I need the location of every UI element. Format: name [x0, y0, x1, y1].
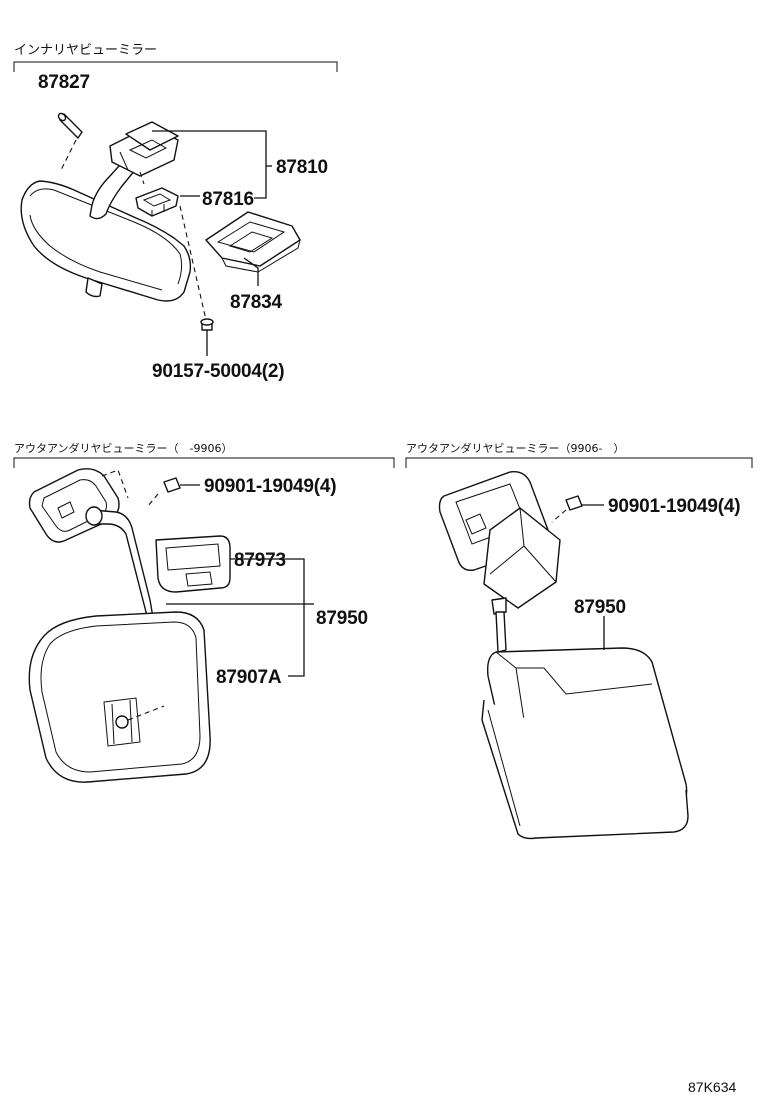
- label-87827: 87827: [38, 72, 90, 93]
- section-bracket-inner: [13, 61, 338, 72]
- section-outer-mirror-late: アウタアンダリヤビューミラー（9906- ）: [405, 441, 753, 840]
- diagram-code: 87K634: [688, 1079, 736, 1095]
- inner-mirror-illustration: [20, 112, 301, 356]
- section-inner-mirror: インナリヤビューミラー: [13, 43, 338, 382]
- label-87907A: 87907A: [216, 667, 282, 688]
- label-87834: 87834: [230, 292, 282, 313]
- leader-87834: [243, 257, 259, 286]
- label-90157-50004: 90157-50004(2): [152, 361, 284, 382]
- label-87950-a: 87950: [316, 608, 368, 629]
- label-87973: 87973: [234, 550, 286, 571]
- label-87810: 87810: [276, 157, 328, 178]
- label-90901-19049-a: 90901-19049(4): [204, 476, 336, 497]
- section-title-outer-late: アウタアンダリヤビューミラー（9906- ）: [406, 441, 625, 455]
- leader-87810: [152, 130, 267, 199]
- section-title-inner: インナリヤビューミラー: [14, 43, 157, 58]
- section-bracket-outer-early: [13, 457, 395, 468]
- label-87950-b: 87950: [574, 597, 626, 618]
- label-87816: 87816: [202, 189, 254, 210]
- section-outer-mirror-early: アウタアンダリヤビューミラー（ -9906）: [13, 441, 395, 783]
- section-bracket-outer-late: [405, 457, 753, 468]
- outer-mirror-early-illustration: [28, 468, 231, 783]
- outer-mirror-late-illustration: [438, 471, 689, 840]
- label-90901-19049-b: 90901-19049(4): [608, 496, 740, 517]
- section-title-outer-early: アウタアンダリヤビューミラー（ -9906）: [14, 441, 233, 455]
- leader-87973: [230, 558, 305, 677]
